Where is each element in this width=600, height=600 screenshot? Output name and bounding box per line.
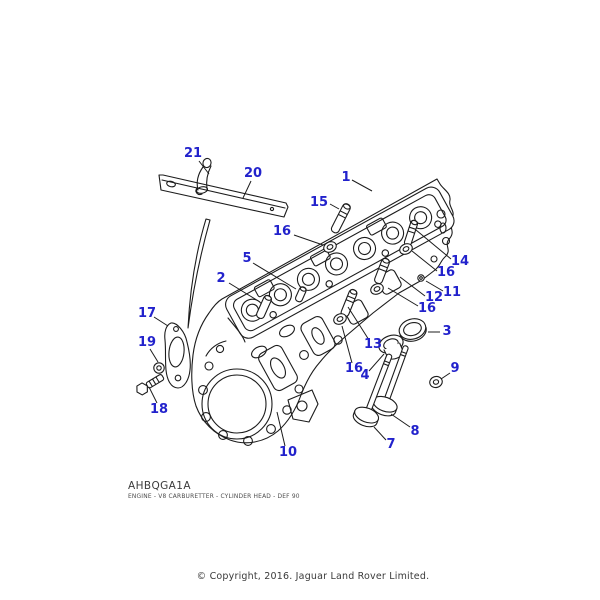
leader-line-8 — [390, 413, 411, 428]
callout-16: 16 — [437, 265, 455, 280]
callout-15: 15 — [310, 195, 328, 210]
leader-line-4 — [368, 353, 385, 372]
callout-11: 11 — [443, 285, 461, 300]
callout-7: 7 — [386, 437, 395, 452]
leader-line-20 — [242, 180, 252, 199]
leader-line-1 — [351, 179, 373, 192]
leader-line-13 — [347, 306, 370, 341]
callout-9: 9 — [450, 361, 459, 376]
stud-15 — [330, 203, 351, 234]
caption-block: AHBQGA1A ENGINE - V8 CARBURETTER - CYLIN… — [128, 480, 300, 500]
callout-1: 1 — [341, 170, 350, 185]
callout-18: 18 — [150, 402, 168, 417]
callout-4: 4 — [360, 368, 369, 383]
callout-8: 8 — [410, 424, 419, 439]
callout-13: 13 — [364, 337, 382, 352]
callout-17: 17 — [138, 306, 156, 321]
leader-line-17 — [153, 316, 169, 327]
leader-line-19 — [149, 348, 159, 363]
leader-line-18 — [148, 386, 158, 404]
washer-9 — [429, 375, 443, 389]
callout-20: 20 — [244, 166, 262, 181]
callout-14: 14 — [451, 254, 469, 269]
callout-5: 5 — [242, 251, 251, 266]
diagram-subtitle: ENGINE - V8 CARBURETTER - CYLINDER HEAD … — [128, 494, 300, 500]
mounting-bracket — [158, 174, 289, 218]
stud-12 — [374, 257, 390, 285]
leader-line-16 — [341, 325, 353, 364]
bolt-18 — [136, 374, 165, 396]
plug-11 — [417, 274, 425, 282]
leader-line-9 — [440, 372, 451, 380]
leader-line-16 — [387, 287, 419, 307]
leader-line-21 — [198, 160, 210, 175]
valve-7 — [352, 353, 393, 428]
stud-2 — [256, 294, 272, 320]
valve-8 — [371, 345, 409, 417]
leader-line-16 — [293, 234, 324, 246]
leader-line-7 — [373, 426, 387, 441]
washer-16b — [399, 243, 413, 255]
stud-5 — [294, 286, 307, 303]
leader-line-15 — [329, 203, 340, 210]
copyright-text: © Copyright, 2016. Jaguar Land Rover Lim… — [196, 571, 430, 582]
leader-line-12 — [399, 276, 426, 297]
diagram-code: AHBQGA1A — [128, 480, 191, 492]
leader-line-5 — [252, 262, 297, 290]
washer-19 — [153, 362, 165, 374]
gasket-face — [198, 317, 319, 446]
leader-line-16 — [411, 250, 438, 272]
callout-16: 16 — [418, 301, 436, 316]
callout-2: 2 — [216, 271, 225, 286]
washer-16c — [370, 283, 384, 295]
leader-line-10 — [276, 411, 286, 447]
callout-3: 3 — [442, 324, 451, 339]
leader-line-11 — [425, 280, 444, 292]
curved-reference-line — [187, 218, 211, 329]
gasket-17 — [164, 322, 191, 389]
leader-line-2 — [228, 282, 261, 303]
callout-16: 16 — [273, 224, 291, 239]
washer-16a — [323, 241, 337, 253]
callout-16: 16 — [345, 361, 363, 376]
callout-21: 21 — [184, 146, 202, 161]
leader-line-14 — [415, 229, 452, 260]
callout-19: 19 — [138, 335, 156, 350]
callout-12: 12 — [425, 290, 443, 305]
washer-16d — [333, 313, 347, 325]
cylinder-head-body — [191, 178, 455, 446]
callout-10: 10 — [279, 445, 297, 460]
retaining-clip — [195, 157, 212, 196]
